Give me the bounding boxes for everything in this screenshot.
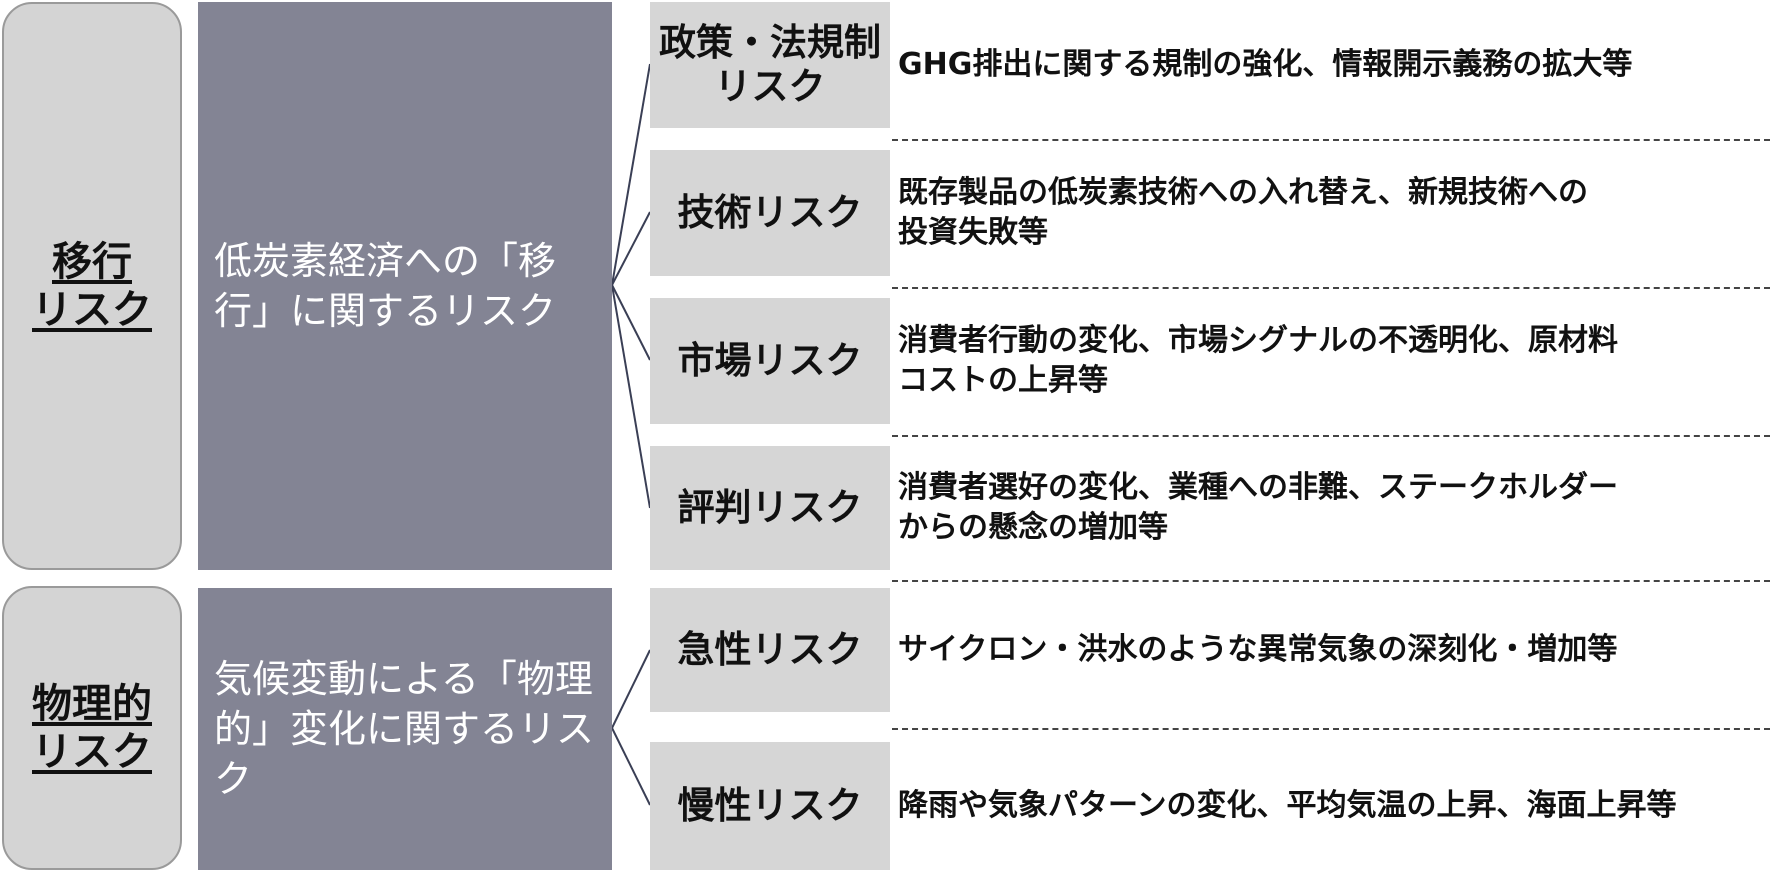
item-chronic-risk: 慢性リスク [650,742,890,870]
item-reputation-risk: 評判リスク [650,446,890,570]
detail-technology-risk: 既存製品の低炭素技術への入れ替え、新規技術への 投資失敗等 [898,175,1588,250]
transition-risk-description: 低炭素経済への「移行」に関するリスク [198,2,612,570]
category-transition-risk: 移行 リスク [2,2,182,570]
detail-acute-risk: サイクロン・洪水のような異常気象の深刻化・増加等 [898,632,1618,667]
physical-risk-description: 気候変動による「物理的」変化に関するリスク [198,588,612,870]
connector-line [611,63,651,286]
item-technology-risk: 技術リスク [650,150,890,276]
dashed-separator [892,728,1770,730]
detail-reputation-risk: 消費者選好の変化、業種への非難、ステークホルダー からの懸念の増加等 [898,470,1618,545]
connector-line [611,284,651,361]
connector-line [611,211,651,286]
detail-chronic-risk: 降雨や気象パターンの変化、平均気温の上昇、海面上昇等 [898,788,1677,823]
dashed-separator [892,580,1770,582]
item-policy-legal-risk: 政策・法規制 リスク [650,2,890,128]
connector-line [611,284,651,509]
connector-line [611,727,651,806]
category-physical-risk: 物理的 リスク [2,586,182,870]
item-market-risk: 市場リスク [650,298,890,424]
detail-policy-legal-risk: GHG排出に関する規制の強化、情報開示義務の拡大等 [898,47,1633,82]
dashed-separator [892,435,1770,437]
dashed-separator [892,287,1770,289]
detail-market-risk: 消費者行動の変化、市場シグナルの不透明化、原材料 コストの上昇等 [898,323,1618,398]
connector-line [611,649,651,729]
item-acute-risk: 急性リスク [650,588,890,712]
dashed-separator [892,139,1770,141]
